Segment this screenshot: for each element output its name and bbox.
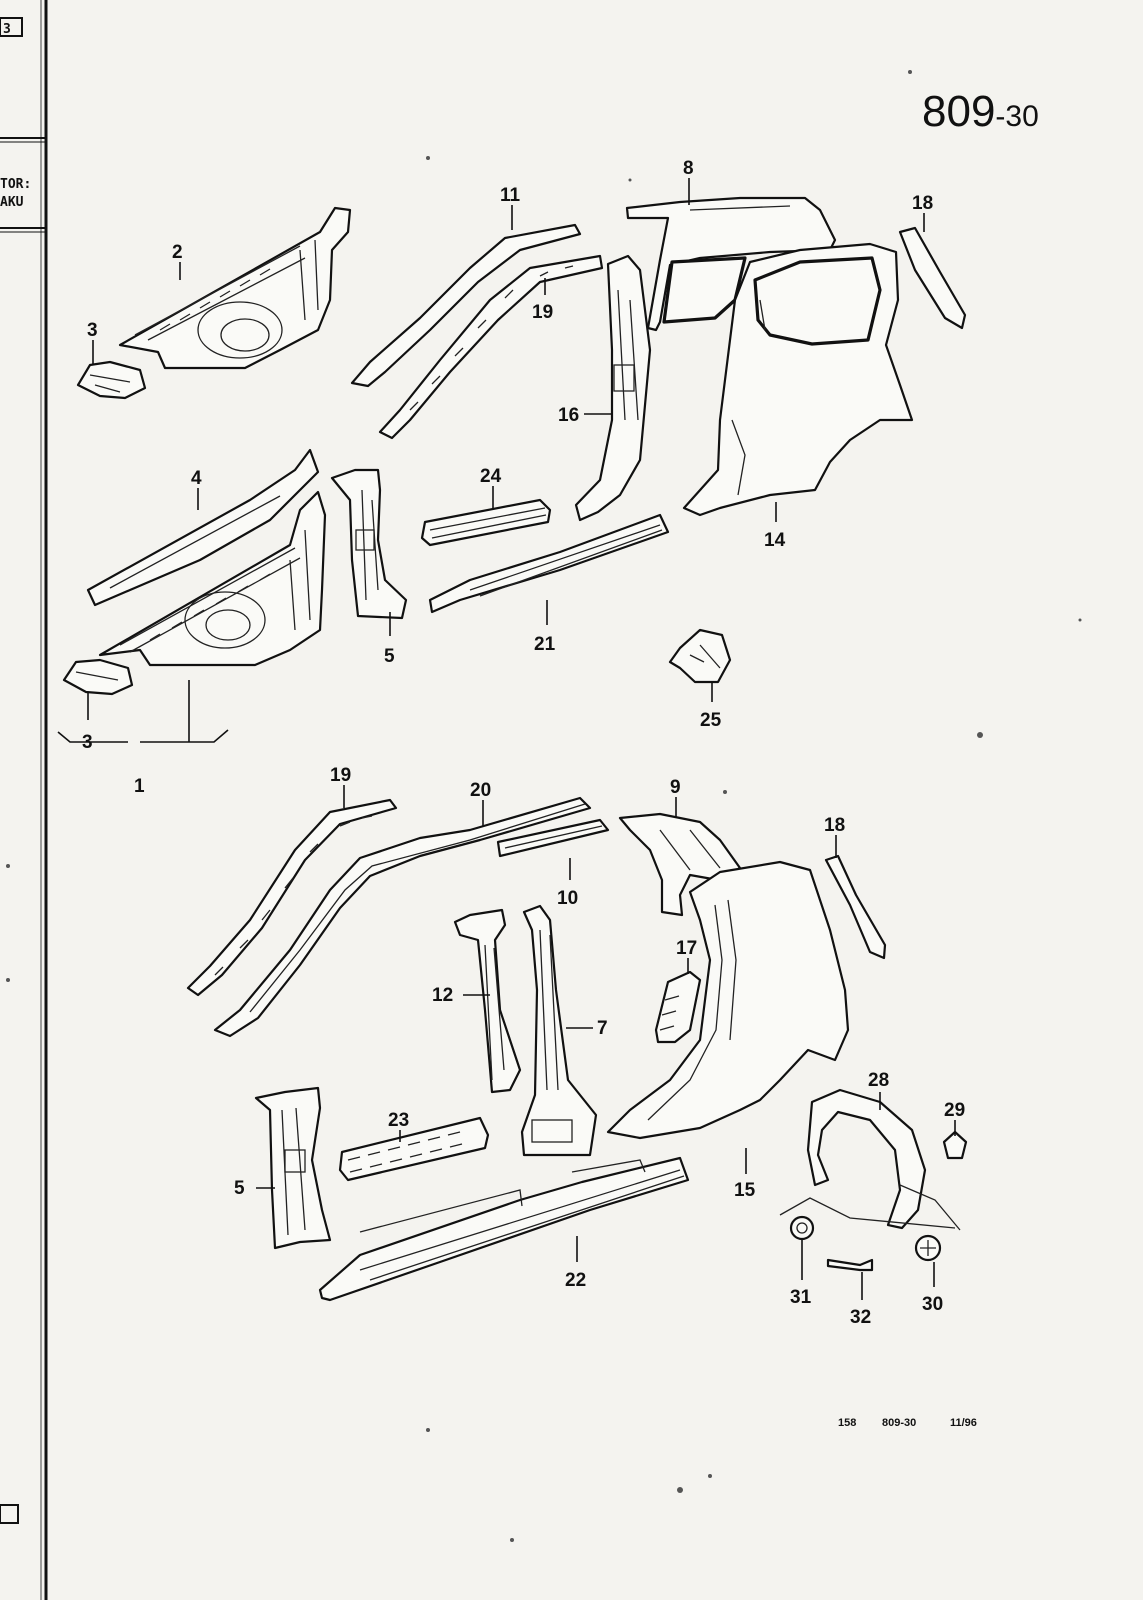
callout-5-top: 5 xyxy=(384,646,395,667)
callout-20: 20 xyxy=(470,780,491,801)
callout-31: 31 xyxy=(790,1287,812,1308)
callout-32: 32 xyxy=(850,1307,871,1328)
part-24-sill-reinforcement xyxy=(420,498,552,547)
sheet-code-suffix: -30 xyxy=(995,100,1038,133)
part-30-fastener xyxy=(914,1234,942,1262)
margin-box-top xyxy=(0,17,23,37)
part-19-roof-rail-inner-bottom xyxy=(186,798,398,997)
part-15-quarter-panel-bottom xyxy=(606,860,850,1140)
callout-15: 15 xyxy=(734,1180,756,1201)
part-3-bracket-bottom xyxy=(62,658,134,696)
callout-22: 22 xyxy=(565,1270,586,1291)
leader-lines xyxy=(87,178,956,1300)
footer-sheet: 158 xyxy=(838,1417,856,1429)
part-22-rocker-sill-bottom xyxy=(318,1156,690,1302)
callout-2: 2 xyxy=(172,242,183,263)
callout-29: 29 xyxy=(944,1100,965,1121)
part-11-roof-rail-outer xyxy=(350,223,582,388)
part-25-fuel-filler-door xyxy=(668,628,732,684)
margin-label-1: TOR: xyxy=(0,177,31,192)
callout-28: 28 xyxy=(868,1070,889,1091)
part-17-pillar-bracket xyxy=(654,970,702,1044)
part-23-sill-reinforcement xyxy=(338,1116,490,1182)
part-31-nut xyxy=(789,1215,815,1241)
callout-8: 8 xyxy=(683,158,694,179)
part-3-bracket-top xyxy=(76,360,147,400)
footer-code: 809-30 xyxy=(882,1417,916,1429)
part-29-clip xyxy=(942,1130,968,1160)
callout-23: 23 xyxy=(388,1110,409,1131)
part-5-a-pillar-bottom xyxy=(254,1086,332,1250)
callout-14: 14 xyxy=(764,530,786,551)
callout-1: 1 xyxy=(134,776,145,797)
footer-reference: 158 809-30 11/96 xyxy=(838,1417,977,1429)
part-10-rail-reinforcement xyxy=(496,818,610,858)
part-1-inner-panel-assembly xyxy=(98,490,327,667)
part-9-quarter-upper-inner xyxy=(618,812,742,917)
callout-16: 16 xyxy=(558,405,579,426)
callout-24: 24 xyxy=(480,466,502,487)
callout-17: 17 xyxy=(676,938,697,959)
part-12-b-pillar-reinforcement xyxy=(453,908,522,1094)
margin-box-bottom xyxy=(0,1504,19,1524)
margin-box-top-text: 3 xyxy=(3,22,11,37)
footer-date: 11/96 xyxy=(950,1417,977,1429)
callouts: 2 3 11 19 8 18 16 14 4 3 1 5 24 21 25 19… xyxy=(82,158,965,1328)
part-20-roof-rail-bottom xyxy=(213,796,592,1038)
callout-3-top: 3 xyxy=(87,320,98,341)
callout-25: 25 xyxy=(700,710,722,731)
callout-30: 30 xyxy=(922,1294,943,1315)
part-21-rocker-sill-top xyxy=(428,513,670,614)
callout-10: 10 xyxy=(557,888,578,909)
callout-5-bottom: 5 xyxy=(234,1178,245,1199)
part-16-b-pillar-top xyxy=(574,254,652,522)
callout-12: 12 xyxy=(432,985,453,1006)
part-28-wheelhouse-liner xyxy=(779,1088,961,1231)
part-5-a-pillar-top xyxy=(330,468,408,620)
part-18-trim-strip-top xyxy=(898,226,967,330)
callout-11: 11 xyxy=(500,185,521,206)
part-14-quarter-panel-top xyxy=(682,242,914,517)
margin-label-2: AKU xyxy=(0,195,24,210)
callout-3-bottom: 3 xyxy=(82,732,93,753)
callout-18-bottom: 18 xyxy=(824,815,845,836)
callout-21: 21 xyxy=(534,634,556,655)
part-7-b-pillar-inner xyxy=(520,904,598,1157)
part-8-roof-frame xyxy=(625,196,837,332)
part-19-roof-rail-inner-top xyxy=(378,254,604,440)
binding-margin: 3 TOR: AKU xyxy=(0,0,48,1600)
callout-9: 9 xyxy=(670,777,681,798)
bracket-1 xyxy=(57,729,229,743)
part-4-upper-panel xyxy=(86,448,320,607)
part-18-trim-strip-bottom xyxy=(824,854,887,960)
sheet-code: 809-30 xyxy=(922,87,1039,136)
part-32-screw xyxy=(826,1258,874,1272)
callout-18-top: 18 xyxy=(912,193,933,214)
sheet-code-main: 809 xyxy=(922,87,995,136)
part-2-inner-panel xyxy=(118,206,352,370)
callout-19-bottom: 19 xyxy=(330,765,351,786)
callout-7: 7 xyxy=(597,1018,608,1039)
callout-4: 4 xyxy=(191,468,202,489)
callout-19-top: 19 xyxy=(532,302,553,323)
scan-specks xyxy=(6,70,1082,1542)
